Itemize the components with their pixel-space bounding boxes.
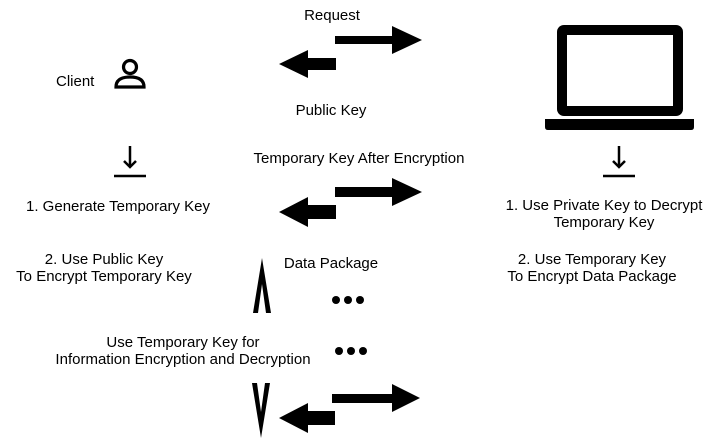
arrow-left-icon [279, 197, 336, 227]
server-step-2-line-1: 2. Use Temporary Key [517, 251, 667, 268]
laptop-icon [545, 25, 694, 130]
server-step-1: 1. Use Private Key to Decrypt Temporary … [506, 197, 703, 231]
down-chevron-arrow-icon [252, 383, 270, 438]
up-chevron-arrow-icon [253, 258, 271, 313]
arrow-left-icon [279, 50, 336, 78]
client-step-2-line-1: 2. Use Public Key [44, 251, 164, 268]
client-step-2: 2. Use Public Key To Encrypt Temporary K… [16, 251, 192, 285]
client-step-1: 1. Generate Temporary Key [26, 198, 210, 215]
ellipsis-icon [332, 296, 364, 304]
temporary-key-note: Use Temporary Key for Information Encryp… [55, 334, 310, 368]
arrow-right-icon [335, 26, 422, 54]
server-step-1-line-2: Temporary Key [553, 214, 655, 231]
client-label: Client [56, 73, 95, 90]
temporary-key-note-line-1: Use Temporary Key for [106, 334, 260, 351]
arrow-right-icon [335, 178, 422, 206]
down-arrow-icon [114, 146, 146, 178]
temp-key-after-encryption-label: Temporary Key After Encryption [253, 150, 465, 167]
data-package-label: Data Package [283, 255, 379, 272]
request-arrow-pair [279, 26, 422, 78]
person-icon [114, 58, 146, 89]
client-step-2-line-2: To Encrypt Temporary Key [16, 268, 192, 285]
down-arrow-icon [603, 146, 635, 178]
server-step-2-line-2: To Encrypt Data Package [507, 268, 677, 285]
request-label: Request [304, 7, 360, 24]
data-arrow-pair [279, 384, 420, 433]
temporary-key-note-line-2: Information Encryption and Decryption [55, 351, 311, 368]
ellipsis-icon [335, 347, 367, 355]
server-step-1-line-1: 1. Use Private Key to Decrypt [505, 197, 703, 214]
server-step-2: 2. Use Temporary Key To Encrypt Data Pac… [507, 251, 676, 285]
temp-key-arrow-pair [279, 178, 422, 227]
arrow-right-icon [332, 384, 420, 412]
arrow-left-icon [279, 403, 335, 433]
public-key-label: Public Key [295, 102, 367, 119]
